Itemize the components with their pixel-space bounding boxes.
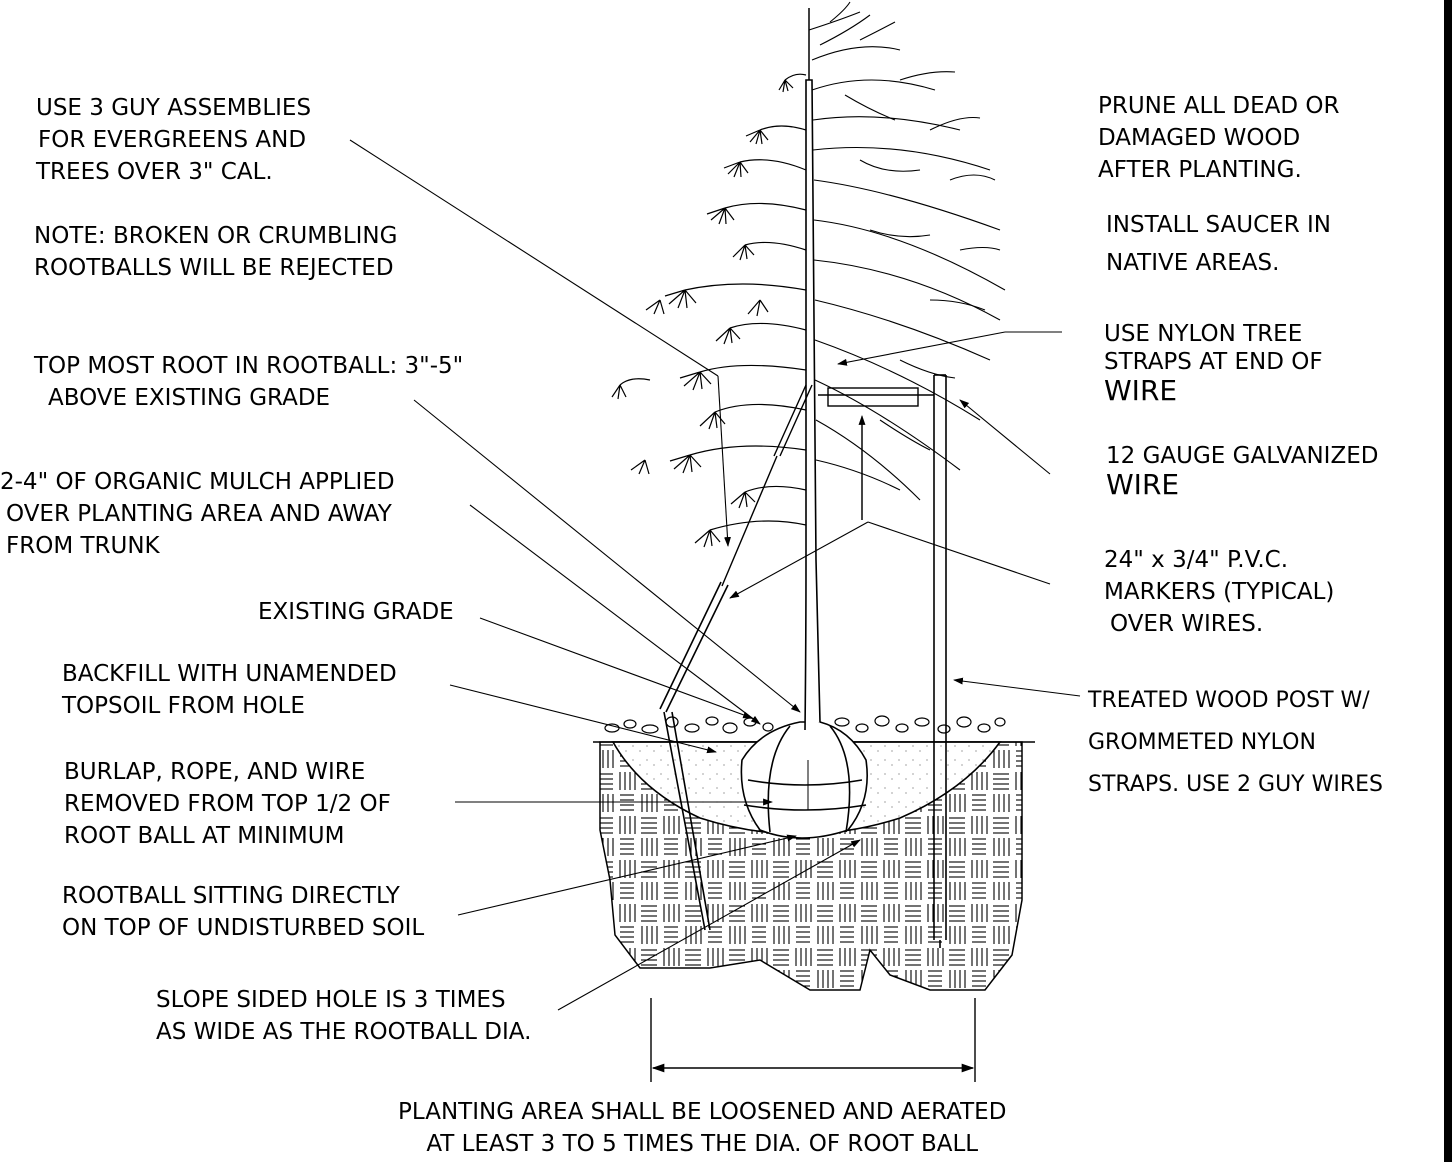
mulch-layer: [604, 715, 1006, 734]
label-guy-assemblies: USE 3 GUY ASSEMBLIES FOR EVERGREENS AND …: [36, 95, 312, 185]
label-prune: PRUNE ALL DEAD OR DAMAGED WOOD AFTER PLA…: [1098, 93, 1340, 183]
guy-wire-left: [721, 384, 813, 587]
root-ball: [740, 721, 868, 839]
label-burlap: BURLAP, ROPE, AND WIRE REMOVED FROM TOP …: [64, 759, 391, 849]
leader-lines: [349, 139, 1081, 1011]
label-rootball-sitting: ROOTBALL SITTING DIRECTLY ON TOP OF UNDI…: [62, 883, 425, 941]
label-slope-hole: SLOPE SIDED HOLE IS 3 TIMES AS WIDE AS T…: [156, 987, 532, 1045]
label-note-rootballs: NOTE: BROKEN OR CRUMBLING ROOTBALLS WILL…: [34, 223, 398, 281]
label-backfill: BACKFILL WITH UNAMENDED TOPSOIL FROM HOL…: [62, 661, 397, 719]
conifer-crown: [611, 73, 807, 548]
label-top-root: TOP MOST ROOT IN ROOTBALL: 3"-5" ABOVE E…: [34, 353, 464, 411]
drawing-border: [1444, 0, 1452, 1162]
label-nylon-straps: USE NYLON TREE STRAPS AT END OF WIRE: [1104, 321, 1323, 407]
label-gauge-wire: 12 GAUGE GALVANIZED WIRE: [1106, 443, 1379, 501]
label-planting-area: PLANTING AREA SHALL BE LOOSENED AND AERA…: [398, 1099, 1007, 1157]
treated-wood-post: [933, 374, 947, 948]
label-saucer: INSTALL SAUCER IN NATIVE AREAS.: [1106, 212, 1331, 276]
label-existing-grade: EXISTING GRADE: [258, 599, 454, 625]
label-wood-post: TREATED WOOD POST W/ GROMMETED NYLON STR…: [1088, 688, 1383, 797]
tree-trunk: [804, 79, 821, 731]
deciduous-crown: [808, 1, 1006, 501]
label-pvc-markers: 24" x 3/4" P.V.C. MARKERS (TYPICAL) OVER…: [1104, 547, 1335, 637]
label-mulch: 2-4" OF ORGANIC MULCH APPLIED OVER PLANT…: [0, 469, 395, 559]
nylon-strap: [818, 387, 934, 407]
dimension-line: [650, 998, 976, 1082]
